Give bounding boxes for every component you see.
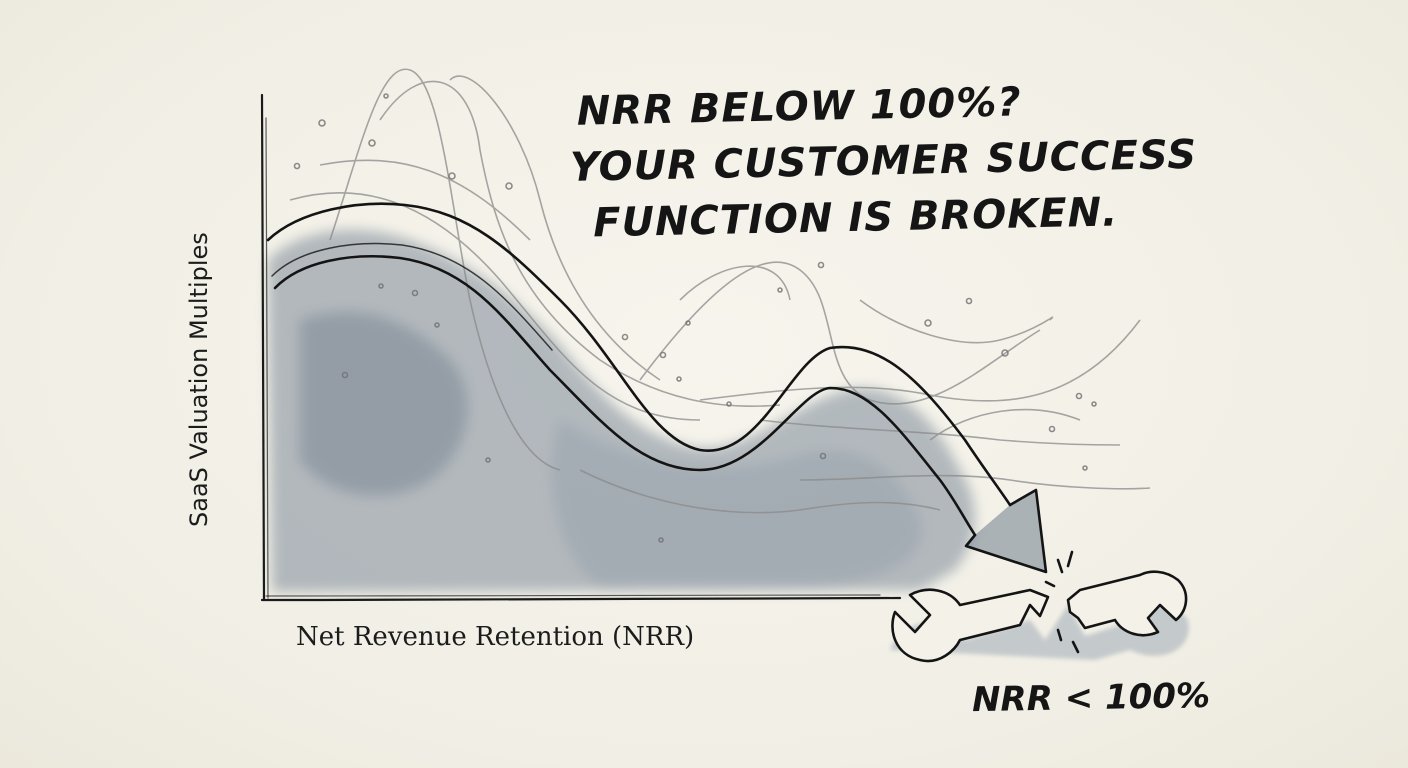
break-spark-4 (1056, 628, 1063, 642)
declining-arrow (266, 202, 1048, 574)
nrr-threshold-label: NRR < 100% (971, 675, 1211, 721)
x-axis-line (260, 596, 902, 602)
headline-line-3: function is broken. (592, 189, 1119, 247)
wrench-left-half (891, 588, 1050, 663)
broken-wrench-icon (890, 550, 1189, 663)
y-axis-line-2 (265, 117, 269, 599)
break-spark-2 (1066, 550, 1074, 568)
arrow-inner-line (273, 255, 977, 537)
headline: NRR below 100%? Your customer success fu… (568, 72, 1198, 252)
y-axis-line (260, 93, 266, 602)
y-axis-label: SaaS Valuation Multiples (185, 232, 213, 527)
arrow-outer-line (266, 202, 1012, 507)
break-spark-3 (1044, 580, 1056, 588)
wrench-shadow (890, 605, 1189, 660)
background-scribbles (289, 68, 1151, 514)
watercolor-wash-light (552, 420, 922, 585)
break-spark-5 (1071, 640, 1080, 654)
watercolor-wash-dark (300, 312, 468, 496)
arrow-middle-line (271, 242, 553, 351)
wrench-right-half (1066, 570, 1188, 637)
axes (260, 93, 902, 602)
ink-splatter (293, 93, 1097, 543)
x-axis-label: Net Revenue Retention (NRR) (296, 622, 695, 652)
x-axis-line-2 (265, 594, 881, 597)
arrow-head (964, 488, 1048, 574)
break-spark-1 (1056, 558, 1064, 574)
